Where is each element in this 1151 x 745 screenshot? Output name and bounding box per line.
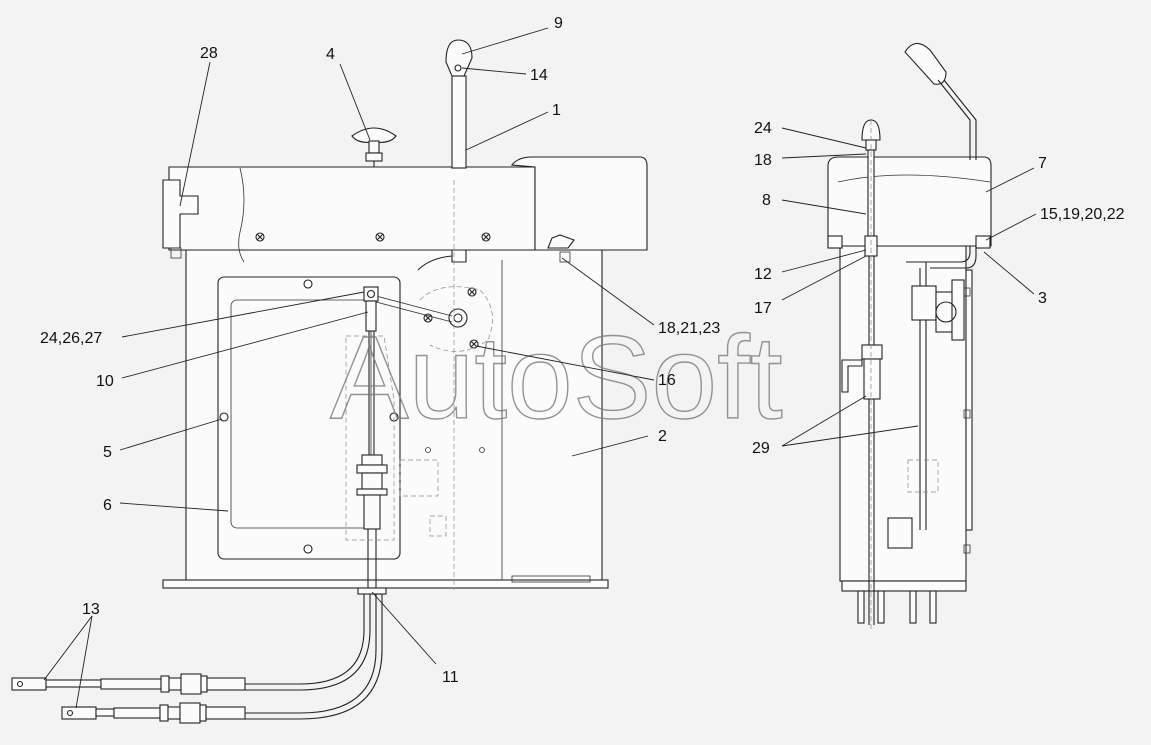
side-bracket-right — [975, 235, 991, 249]
label-8: 8 — [762, 192, 771, 209]
callout-labels: 28 4 9 14 1 24,26,27 10 5 6 2 16 18,21,2… — [40, 15, 1125, 686]
label-9: 9 — [554, 15, 563, 32]
bracket-28 — [162, 179, 199, 249]
plate-recess — [230, 299, 372, 529]
label-12: 12 — [754, 266, 772, 283]
nut-bolt — [559, 251, 571, 263]
cover-plate-6 — [217, 276, 401, 560]
label-24-26-27: 24,26,27 — [40, 330, 102, 347]
plate-screw-top — [303, 279, 313, 289]
base-slot — [511, 575, 591, 583]
top-cover-right-block — [510, 156, 648, 251]
label-16: 16 — [658, 372, 676, 389]
rod-assembly-10 — [345, 286, 395, 590]
label-7: 7 — [1038, 155, 1047, 172]
label-6: 6 — [103, 497, 112, 514]
label-2: 2 — [658, 428, 667, 445]
linkage — [375, 286, 493, 352]
hole-b — [479, 447, 485, 453]
side-cable-bracket — [841, 359, 863, 393]
knob-4 — [351, 127, 397, 167]
label-17: 17 — [754, 300, 772, 317]
lever-1 — [417, 39, 473, 271]
label-15-19-20-22: 15,19,20,22 — [1040, 206, 1125, 223]
cover-break-line — [238, 167, 245, 263]
label-14: 14 — [530, 67, 548, 84]
hole-a — [425, 447, 431, 453]
side-cover-line — [837, 174, 991, 183]
label-11: 11 — [442, 669, 459, 686]
label-29: 29 — [752, 440, 770, 457]
cables-11 — [245, 587, 387, 720]
cover-screws — [255, 232, 491, 242]
label-24: 24 — [754, 120, 772, 137]
side-view — [827, 42, 992, 630]
label-18: 18 — [754, 152, 772, 169]
label-28: 28 — [200, 45, 218, 62]
label-3: 3 — [1038, 290, 1047, 307]
label-5: 5 — [103, 444, 112, 461]
side-bracket-left — [827, 235, 843, 249]
top-cover — [168, 166, 536, 251]
nut-18-21-23 — [547, 234, 575, 249]
hidden-block-b — [429, 515, 447, 537]
bracket-bolt — [170, 247, 182, 259]
label-10: 10 — [96, 373, 114, 390]
side-switch — [911, 279, 965, 341]
plate-screw-left — [219, 412, 229, 422]
side-top-cover — [827, 156, 992, 247]
hidden-block-a — [399, 459, 439, 497]
cable-ends-13 — [11, 673, 246, 724]
watermark: AutoSoft — [330, 312, 783, 444]
leader-lines — [43, 27, 1037, 709]
side-flange — [965, 269, 973, 531]
base-plate — [162, 579, 609, 589]
front-view — [11, 39, 648, 724]
plate-screw-bottom — [303, 544, 313, 554]
label-4: 4 — [326, 46, 335, 63]
label-1: 1 — [552, 102, 561, 119]
label-18-21-23: 18,21,23 — [658, 320, 720, 337]
label-13: 13 — [82, 601, 100, 618]
side-base — [841, 580, 967, 592]
